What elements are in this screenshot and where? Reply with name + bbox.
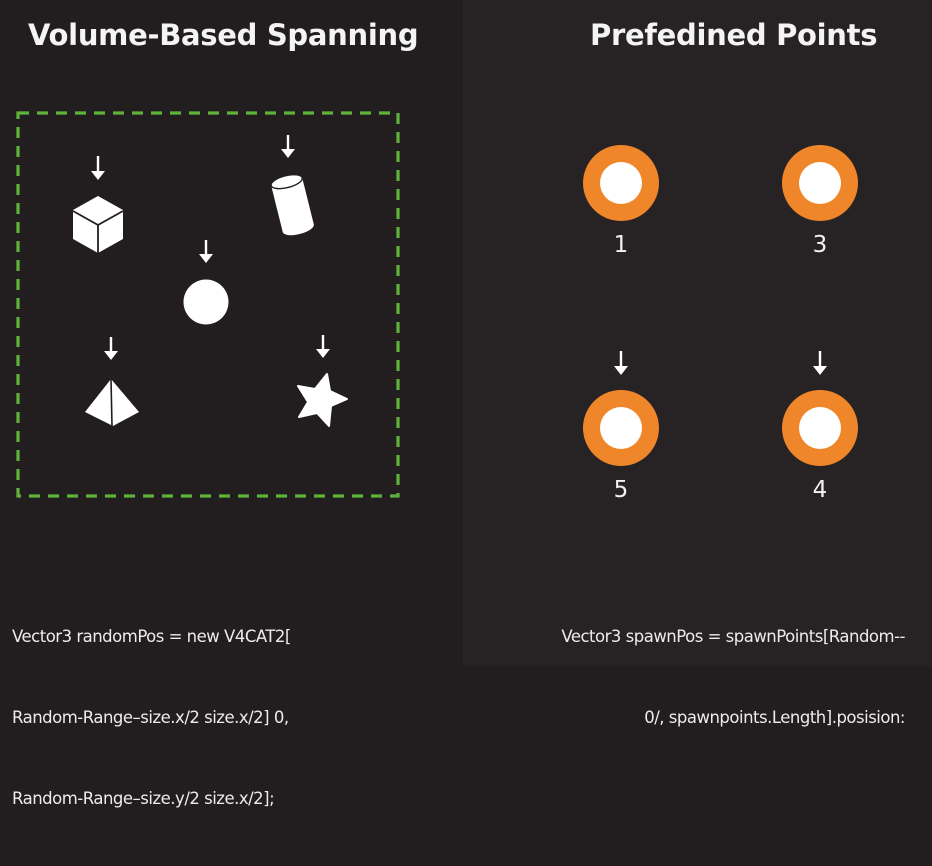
spawn-point-icon: [583, 145, 659, 221]
drop-arrow-icon: [199, 240, 213, 263]
spawn-volume-border: [16, 111, 400, 498]
drop-arrow-icon: [281, 135, 295, 158]
code-line: Vector3 randomPos = new V4CAT2[: [12, 627, 291, 646]
cylinder-icon: [270, 173, 314, 236]
points-illustration: [583, 145, 858, 466]
spawn-point-label: 1: [613, 232, 629, 258]
code-line: 0/, spawnpoints.Length].posision:: [644, 708, 905, 727]
panel-title-volume: Volume-Based Spanning: [28, 18, 419, 52]
points-code-snippet: Vector3 spawnPos = spawnPoints[Random-- …: [561, 569, 905, 785]
code-line: Vector3 spawnPos = spawnPoints[Random--: [561, 627, 905, 646]
spawn-point-icon: [782, 390, 858, 466]
spawn-point-label: 4: [812, 477, 828, 503]
code-line: Random-Range–size.x/2 size.x/2] 0,: [12, 708, 289, 727]
sphere-icon: [183, 279, 229, 325]
spawn-point-label: 3: [812, 232, 828, 258]
spawn-point-icon: [583, 390, 659, 466]
spawn-point-icon: [782, 145, 858, 221]
volume-illustration: [16, 111, 400, 498]
volume-code-snippet: Vector3 randomPos = new V4CAT2[ Random-R…: [12, 569, 291, 866]
drop-arrow-icon: [316, 335, 330, 358]
star-icon: [297, 373, 348, 427]
drop-arrow-icon: [614, 351, 628, 375]
predefined-points-panel: Prefedined Points: [463, 0, 932, 727]
cube-icon: [72, 196, 124, 253]
drop-arrow-icon: [104, 337, 118, 360]
pyramid-icon: [85, 378, 139, 427]
spawn-point-label: 5: [613, 477, 629, 503]
drop-arrow-icon: [813, 351, 827, 375]
diagram-root: Volume-Based Spanning: [0, 0, 932, 808]
volume-based-panel: Volume-Based Spanning: [0, 0, 463, 808]
panel-title-points: Prefedined Points: [590, 18, 878, 52]
code-line: Random-Range–size.y/2 size.x/2];: [12, 789, 275, 808]
drop-arrow-icon: [91, 156, 105, 180]
